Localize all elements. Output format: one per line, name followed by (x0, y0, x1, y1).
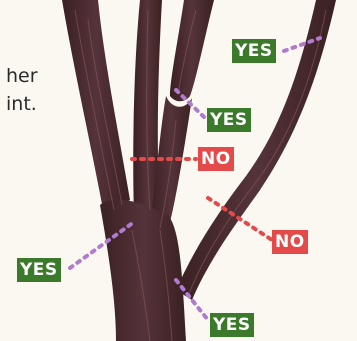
caption-line-2: int. (6, 93, 37, 115)
bark-texture (74, 9, 327, 341)
right-limb (176, 0, 336, 300)
caption-line-1: her (6, 65, 38, 87)
yes-top-connector (282, 36, 322, 53)
yes-label-left: YES (17, 258, 61, 282)
no-right-connector (206, 196, 274, 242)
yes-left-connector (68, 220, 136, 270)
yes-label-top: YES (232, 39, 276, 63)
yes-label-bottom: YES (210, 313, 254, 337)
yes-crotch-connector (174, 88, 206, 119)
yes-label-crotch: YES (207, 108, 251, 132)
no-label-right: NO (272, 230, 308, 254)
main-trunk (100, 199, 186, 341)
tree-trunk (62, 0, 336, 341)
connector-lines (68, 36, 322, 322)
center-branch (133, 0, 162, 215)
left-branch (62, 0, 130, 215)
no-label-mid: NO (198, 147, 234, 171)
notched-branch (170, 0, 214, 102)
yes-bottom-connector (174, 278, 210, 322)
